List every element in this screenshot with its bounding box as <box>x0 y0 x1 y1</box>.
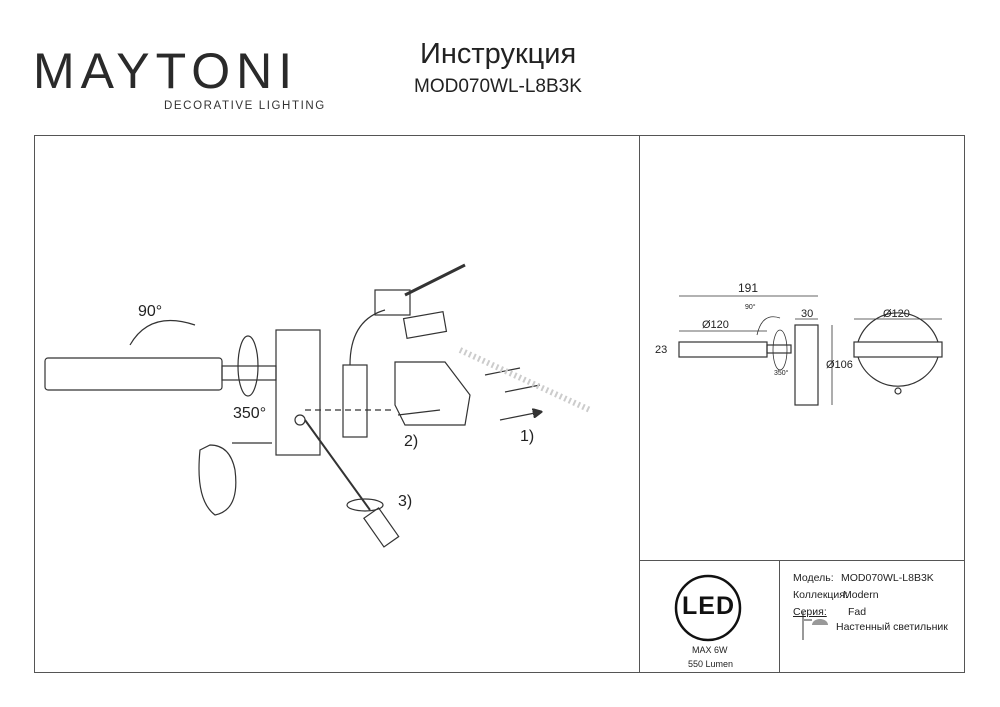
divider <box>640 560 965 561</box>
model-number: MOD070WL-L8B3K <box>414 76 582 97</box>
hand-icon <box>198 444 237 516</box>
collection-value: Modern <box>843 589 879 601</box>
model-value: MOD070WL-L8B3K <box>841 572 934 584</box>
rotate-side-label: 350° <box>233 405 267 422</box>
lamp-arm <box>221 365 277 381</box>
wall-base <box>275 329 321 456</box>
rotate-arrow-icon <box>237 335 259 397</box>
mounting-bracket <box>394 361 471 426</box>
instruction-frame <box>34 135 965 673</box>
brand-logo: MAYTONI <box>33 43 299 99</box>
series-label: Серия: <box>793 606 827 618</box>
lamp-head <box>44 357 223 391</box>
rotate-up-label: 90° <box>138 303 163 320</box>
page-title: Инструкция <box>420 38 577 70</box>
dim-base-depth: 30 <box>801 308 814 320</box>
step-1-label: 1) <box>520 428 535 445</box>
collection-label: Коллекция: <box>793 589 848 601</box>
step-3-label: 3) <box>398 493 413 510</box>
rotate-arrow-icon <box>129 319 196 346</box>
led-badge-circle <box>674 574 742 642</box>
divider <box>779 560 780 673</box>
dim-head-height: 23 <box>655 344 668 356</box>
dim-rotate-side: 350° <box>774 370 789 377</box>
led-lumen: 550 Lumen <box>688 659 734 669</box>
dimension-drawing <box>678 295 943 406</box>
dim-head-diameter: Ø120 <box>702 319 729 331</box>
dim-total-length: 191 <box>738 281 759 295</box>
lamp-type: Настенный светильник <box>836 621 948 633</box>
dim-front-diameter: Ø120 <box>883 308 910 320</box>
led-power: MAX 6W <box>692 645 728 655</box>
brand-tagline: DECORATIVE LIGHTING <box>164 100 326 112</box>
dim-rotate-up: 90° <box>745 304 756 311</box>
divider <box>639 135 640 673</box>
step-2-label: 2) <box>404 433 419 450</box>
led-badge-label: LED <box>682 592 735 620</box>
wall-lamp-icon <box>802 612 812 640</box>
dim-base-diameter: Ø106 <box>826 359 853 371</box>
series-value: Fad <box>848 606 867 618</box>
model-label: Модель: <box>793 572 834 584</box>
